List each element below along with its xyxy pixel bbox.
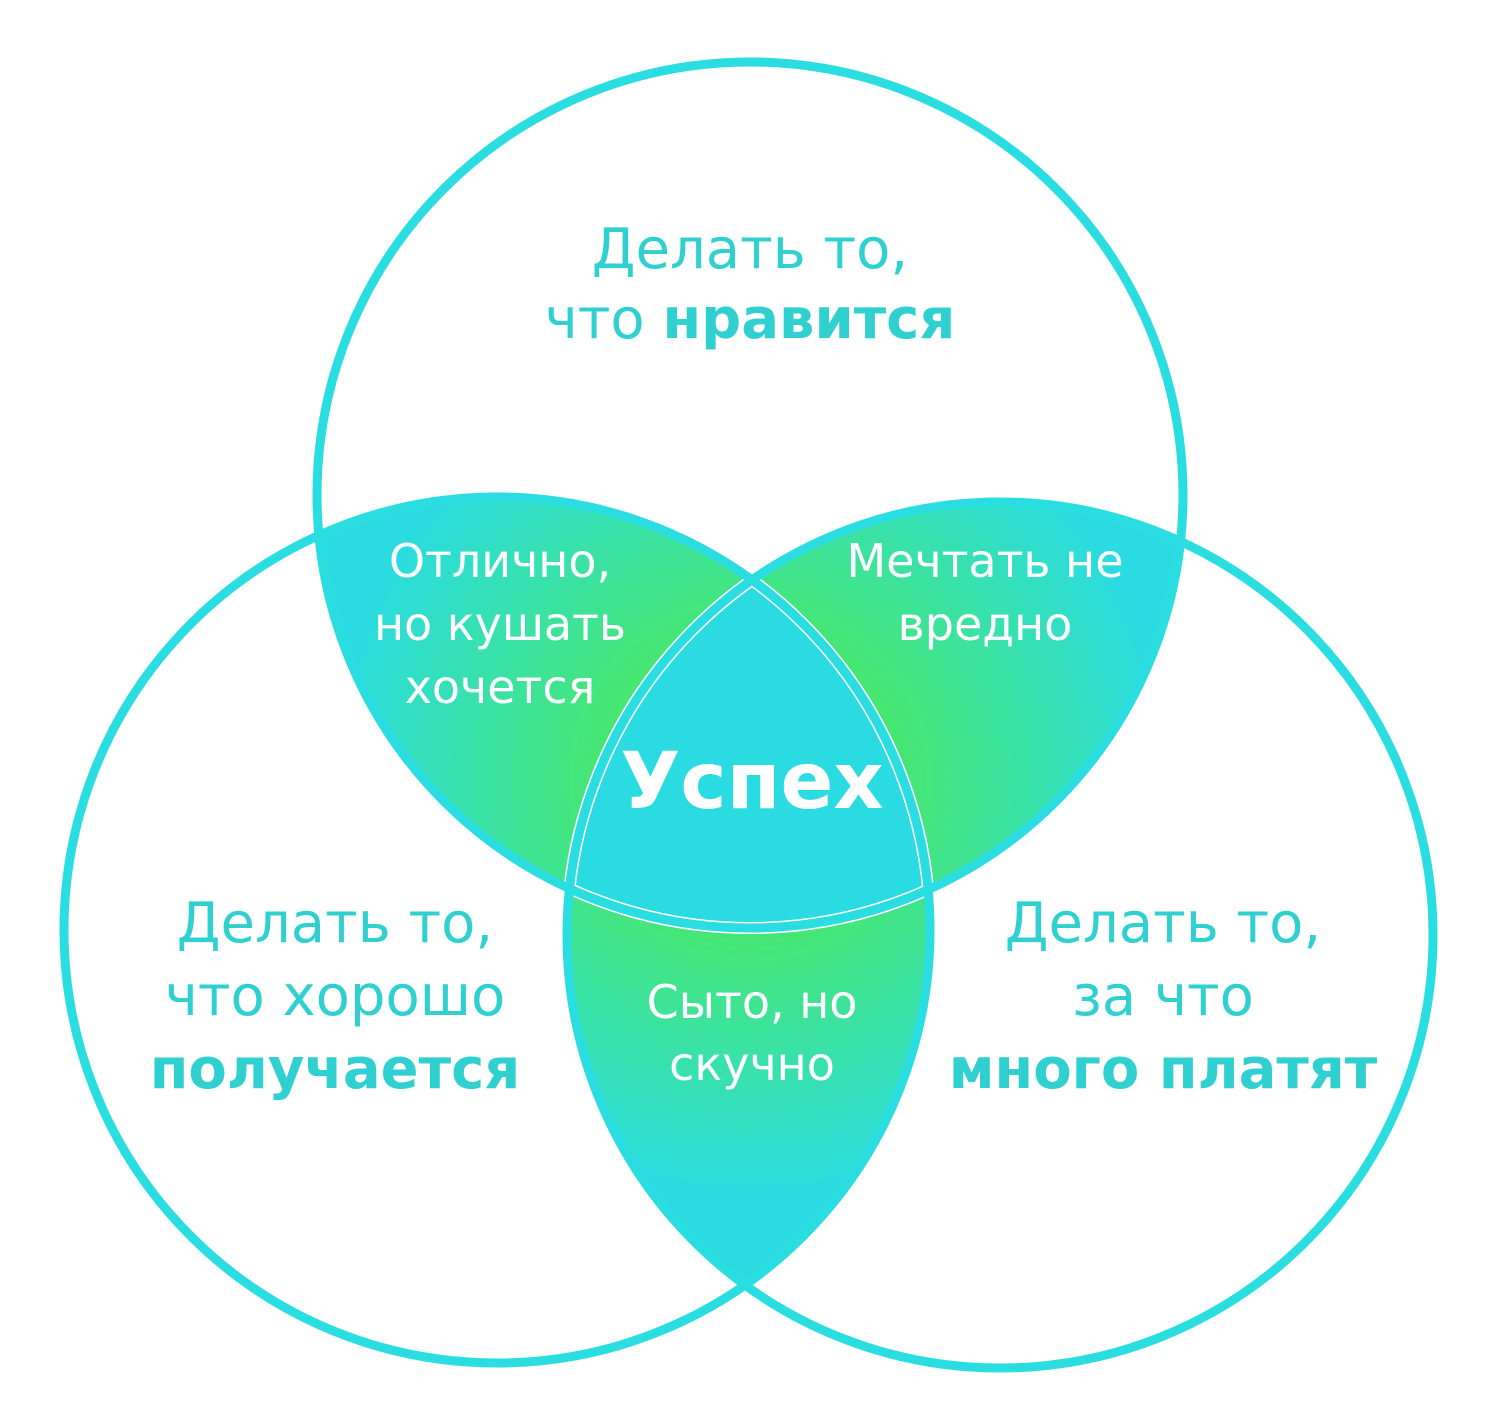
label-left: Делать то, что хорошо получается <box>150 891 521 1102</box>
center-label: Успех <box>620 737 883 827</box>
top-right-line1: Мечтать не <box>846 534 1123 588</box>
label-right-line1: Делать то, <box>1005 891 1321 956</box>
label-left-line3: получается <box>150 1037 521 1102</box>
top-right-line2: вредно <box>898 597 1073 651</box>
top-left-line2: но кушать <box>374 597 626 651</box>
label-right-line2: за что <box>1072 964 1254 1029</box>
label-right: Делать то, за что много платят <box>949 891 1378 1102</box>
label-left-line1: Делать то, <box>177 891 493 956</box>
label-right-line3: много платят <box>949 1037 1378 1102</box>
label-left-line2: что хорошо <box>165 964 505 1029</box>
label-top-left-intersection: Отлично, но кушать хочется <box>374 534 626 714</box>
label-top-right-intersection: Мечтать не вредно <box>846 534 1123 651</box>
label-top-line1: Делать то, <box>592 217 908 282</box>
top-left-line3: хочется <box>405 660 596 714</box>
label-top-line2: что нравится <box>545 287 956 352</box>
label-left-right-intersection: Сыто, но скучно <box>647 975 858 1091</box>
left-right-line1: Сыто, но <box>647 975 858 1029</box>
label-top: Делать то, что нравится <box>545 217 956 352</box>
left-right-line2: скучно <box>669 1037 835 1091</box>
top-left-line1: Отлично, <box>389 534 611 588</box>
